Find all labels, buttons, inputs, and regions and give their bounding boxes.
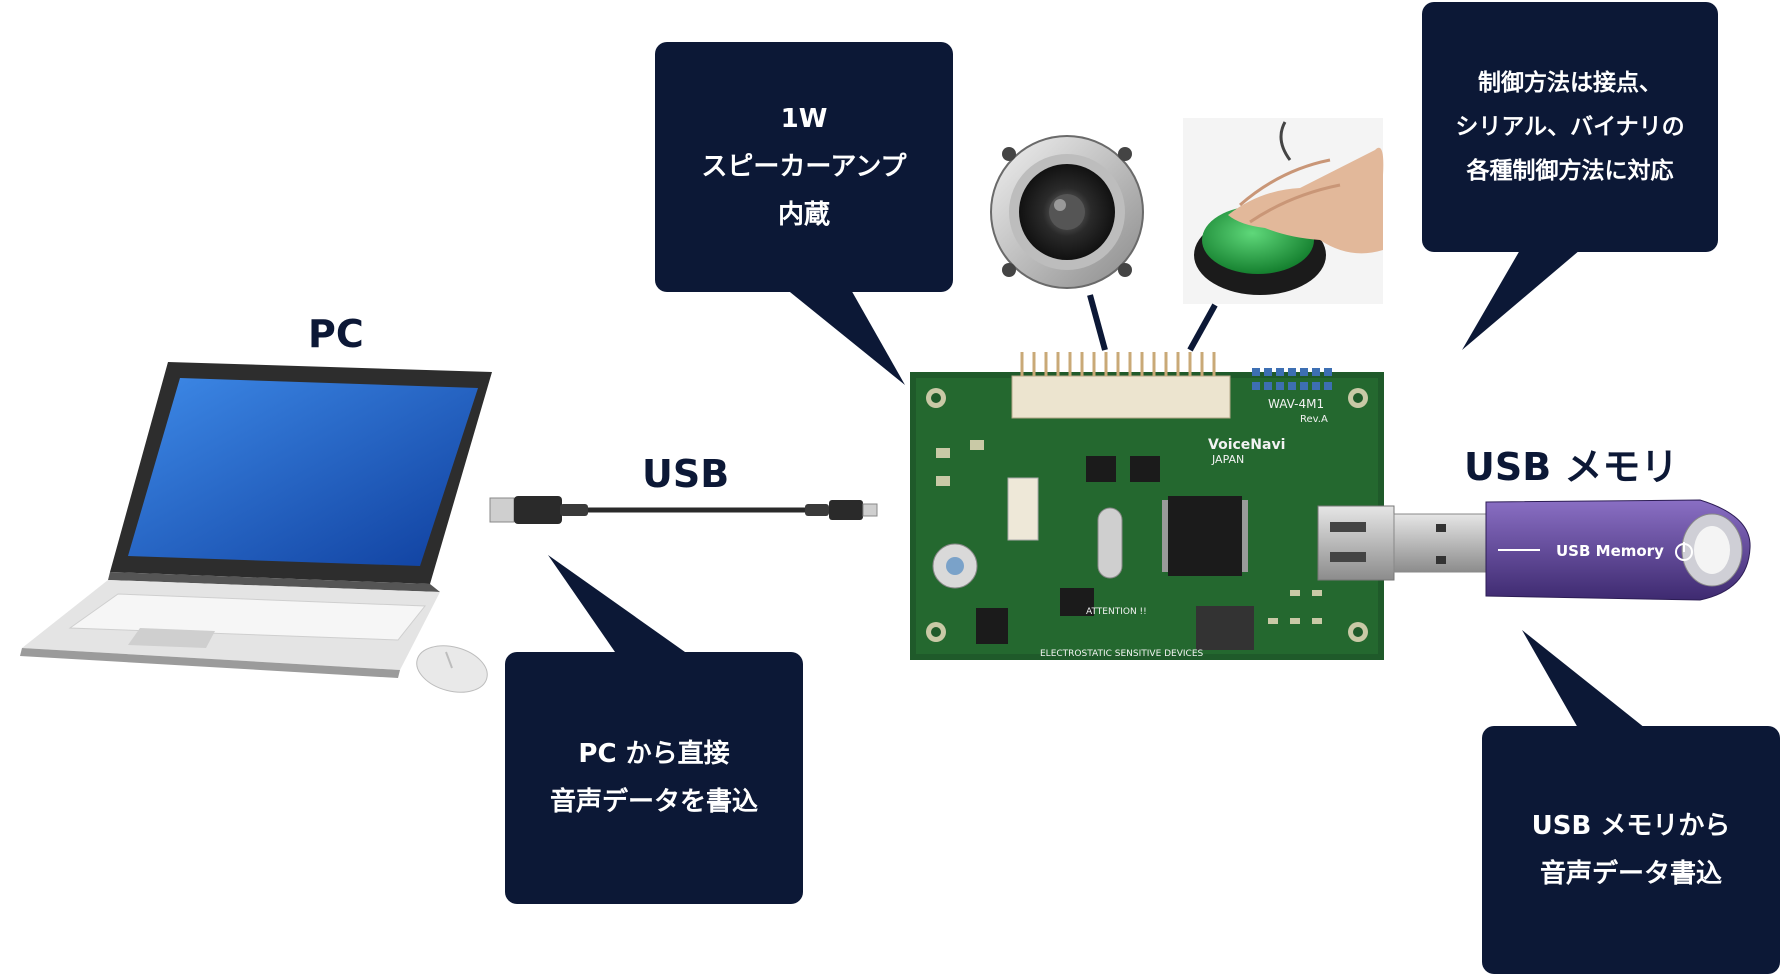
callout-control-line-2: シリアル、バイナリの xyxy=(1455,114,1685,140)
board-warning-1: ATTENTION !! xyxy=(1086,607,1147,617)
callout-pc-write-line-2: 音声データを書込 xyxy=(549,787,758,817)
board-warning-2: ELECTROSTATIC SENSITIVE DEVICES xyxy=(1040,649,1204,659)
pc-label: PC xyxy=(308,312,364,356)
circuit-board-icon: VoiceNavi JAPAN WAV-4M1 Rev.A ATTENTION … xyxy=(910,352,1384,660)
callout-usb-write-line-1: USB メモリから xyxy=(1531,811,1731,841)
callout-control: 制御方法は接点、 シリアル、バイナリの 各種制御方法に対応 xyxy=(1422,2,1718,252)
callout-speaker-amp-line-2: スピーカーアンプ xyxy=(701,152,907,182)
callout-speaker-amp: 1W スピーカーアンプ 内蔵 xyxy=(655,42,953,292)
board-rev: Rev.A xyxy=(1300,414,1328,425)
speaker-icon xyxy=(990,135,1144,289)
button-wire xyxy=(1187,303,1218,352)
callout-speaker-amp-line-1: 1W xyxy=(780,104,828,134)
callout-pc-write-line-1: PC から直接 xyxy=(578,739,730,769)
mouse-icon xyxy=(416,645,488,693)
callout-control-line-1: 制御方法は接点、 xyxy=(1478,70,1662,96)
usb-cable-icon xyxy=(489,496,878,524)
usb-label: USB xyxy=(642,452,730,496)
usb-stick-text: USB Memory xyxy=(1556,542,1664,560)
callout-tail-speaker-amp xyxy=(785,288,905,385)
callout-usb-write-line-2: 音声データ書込 xyxy=(1539,859,1722,889)
callout-tail-pc-write xyxy=(548,555,685,652)
callout-speaker-amp-line-3: 内蔵 xyxy=(777,200,830,230)
callout-tail-usb-write xyxy=(1522,630,1645,728)
usb-stick-icon: USB Memory xyxy=(1317,499,1751,601)
callout-pc-write: PC から直接 音声データを書込 xyxy=(505,652,803,904)
board-country: JAPAN xyxy=(1211,453,1244,466)
push-button-icon xyxy=(1183,118,1384,304)
callout-control-line-3: 各種制御方法に対応 xyxy=(1466,158,1674,184)
callout-usb-write: USB メモリから 音声データ書込 xyxy=(1482,726,1780,974)
laptop-icon xyxy=(20,362,492,678)
speaker-wire xyxy=(1087,294,1108,351)
callout-tail-control xyxy=(1462,250,1580,350)
board-model: WAV-4M1 xyxy=(1268,397,1324,411)
board-brand: VoiceNavi xyxy=(1208,437,1285,453)
usb-memory-label: USB メモリ xyxy=(1464,445,1679,489)
